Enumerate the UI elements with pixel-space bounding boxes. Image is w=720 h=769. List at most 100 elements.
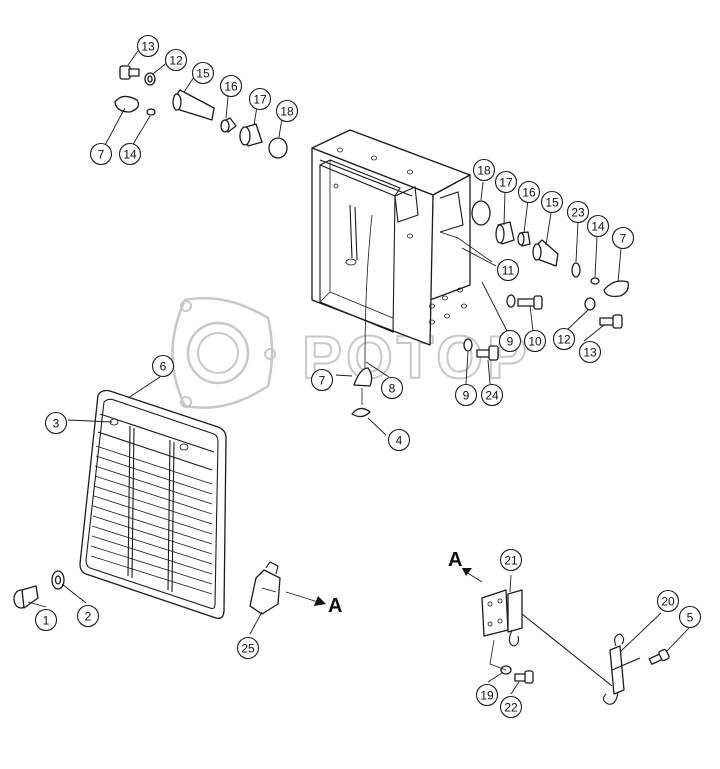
callout-circle	[678, 605, 702, 629]
callout-circle	[586, 214, 610, 238]
callout-14: 14	[118, 142, 142, 166]
part-17-sleeve-right	[495, 221, 515, 245]
part-7-lens-left	[114, 95, 140, 113]
callout-circle	[76, 604, 100, 628]
callout-circle	[275, 99, 299, 123]
callout-22: 22	[499, 695, 523, 719]
callout-13: 13	[578, 340, 602, 364]
part-18-cap-right	[471, 200, 491, 226]
callout-number: 19	[480, 689, 494, 703]
callout-number: 25	[241, 642, 255, 656]
callout-number: 15	[196, 67, 210, 81]
callout-circle	[496, 258, 520, 282]
lamp-assembly-left	[114, 65, 288, 159]
part-9-washer-right	[506, 294, 516, 308]
callout-circle	[454, 383, 478, 407]
callout-number: 14	[123, 148, 137, 162]
callout-number: 18	[477, 164, 491, 178]
part-7-lens-right	[603, 280, 629, 298]
callout-25: 25	[236, 636, 260, 660]
callout-circle	[219, 74, 243, 98]
part-15-socket-right	[532, 239, 559, 267]
callout-number: 21	[504, 554, 518, 568]
part-22-screw-hinge	[514, 670, 534, 684]
callout-10: 10	[523, 329, 547, 353]
callout-number: 22	[504, 701, 518, 715]
callout-circle	[89, 142, 113, 166]
leader-lines	[27, 50, 690, 695]
callout-11: 11	[496, 258, 520, 282]
callout-9: 9	[498, 329, 522, 353]
callout-number: 24	[485, 389, 499, 403]
callout-circle	[552, 327, 576, 351]
callout-number: 13	[141, 40, 155, 54]
callout-24: 24	[480, 383, 504, 407]
callout-18: 18	[472, 158, 496, 182]
callout-circle	[656, 589, 680, 613]
callout-number: 13	[583, 346, 597, 360]
part-1-bolt	[13, 585, 39, 609]
callout-7: 7	[611, 226, 635, 250]
part-15-socket-left	[172, 89, 215, 121]
frame-right-face	[429, 174, 471, 301]
callout-13: 13	[136, 34, 160, 58]
callout-number: 10	[528, 335, 542, 349]
callout-circle	[523, 329, 547, 353]
callout-number: 6	[160, 360, 167, 374]
callout-9: 9	[454, 383, 478, 407]
callout-7: 7	[310, 368, 334, 392]
callout-18: 18	[275, 99, 299, 123]
part-5-screw	[648, 648, 670, 665]
callout-circle	[498, 329, 522, 353]
callout-circle	[578, 340, 602, 364]
callout-16: 16	[517, 180, 541, 204]
radiator-frame	[311, 129, 493, 372]
part-9-washer-lower	[463, 338, 473, 352]
callout-number: 12	[557, 333, 571, 347]
callout-number: 16	[522, 186, 536, 200]
callout-12: 12	[552, 327, 576, 351]
callout-7: 7	[89, 142, 113, 166]
callout-20: 20	[656, 589, 680, 613]
callout-number: 14	[591, 220, 605, 234]
callout-17: 17	[494, 170, 518, 194]
callout-circle	[480, 383, 504, 407]
part-10-bolt	[517, 295, 543, 310]
callout-3: 3	[44, 411, 68, 435]
callout-number: 2	[85, 610, 92, 624]
callout-number: 4	[396, 434, 403, 448]
callout-21: 21	[499, 548, 523, 572]
callout-circle	[248, 87, 272, 111]
part-23-gasket	[571, 262, 581, 278]
callout-number: 5	[687, 611, 694, 625]
part-14-bulb-right	[590, 277, 600, 285]
part-8-lamp-unit	[353, 367, 373, 405]
callout-circle	[380, 376, 404, 400]
part-21-hinge-plate	[481, 589, 523, 647]
callout-number: 8	[389, 382, 396, 396]
callout-1: 1	[34, 608, 58, 632]
callout-4: 4	[387, 428, 411, 452]
part-4-lens-lower	[351, 407, 371, 418]
callout-16: 16	[219, 74, 243, 98]
callout-circle	[34, 608, 58, 632]
callout-number: 16	[224, 80, 238, 94]
callout-circle	[151, 354, 175, 378]
callout-19: 19	[475, 683, 499, 707]
frame-front-face	[311, 147, 434, 346]
part-13-bolt-right	[599, 314, 623, 329]
callout-circle	[236, 636, 260, 660]
callout-number: 7	[319, 374, 326, 388]
part-12-washer-right	[584, 297, 596, 311]
callout-number: 7	[98, 148, 105, 162]
callout-circle	[191, 61, 215, 85]
callout-number: 9	[507, 335, 514, 349]
part-19-washer-hinge	[489, 639, 512, 675]
callout-circle	[566, 200, 590, 224]
detail-a-hinge: A	[448, 549, 670, 705]
callout-number: 20	[661, 595, 675, 609]
callout-15: 15	[540, 190, 564, 214]
callout-number: 1	[43, 614, 50, 628]
